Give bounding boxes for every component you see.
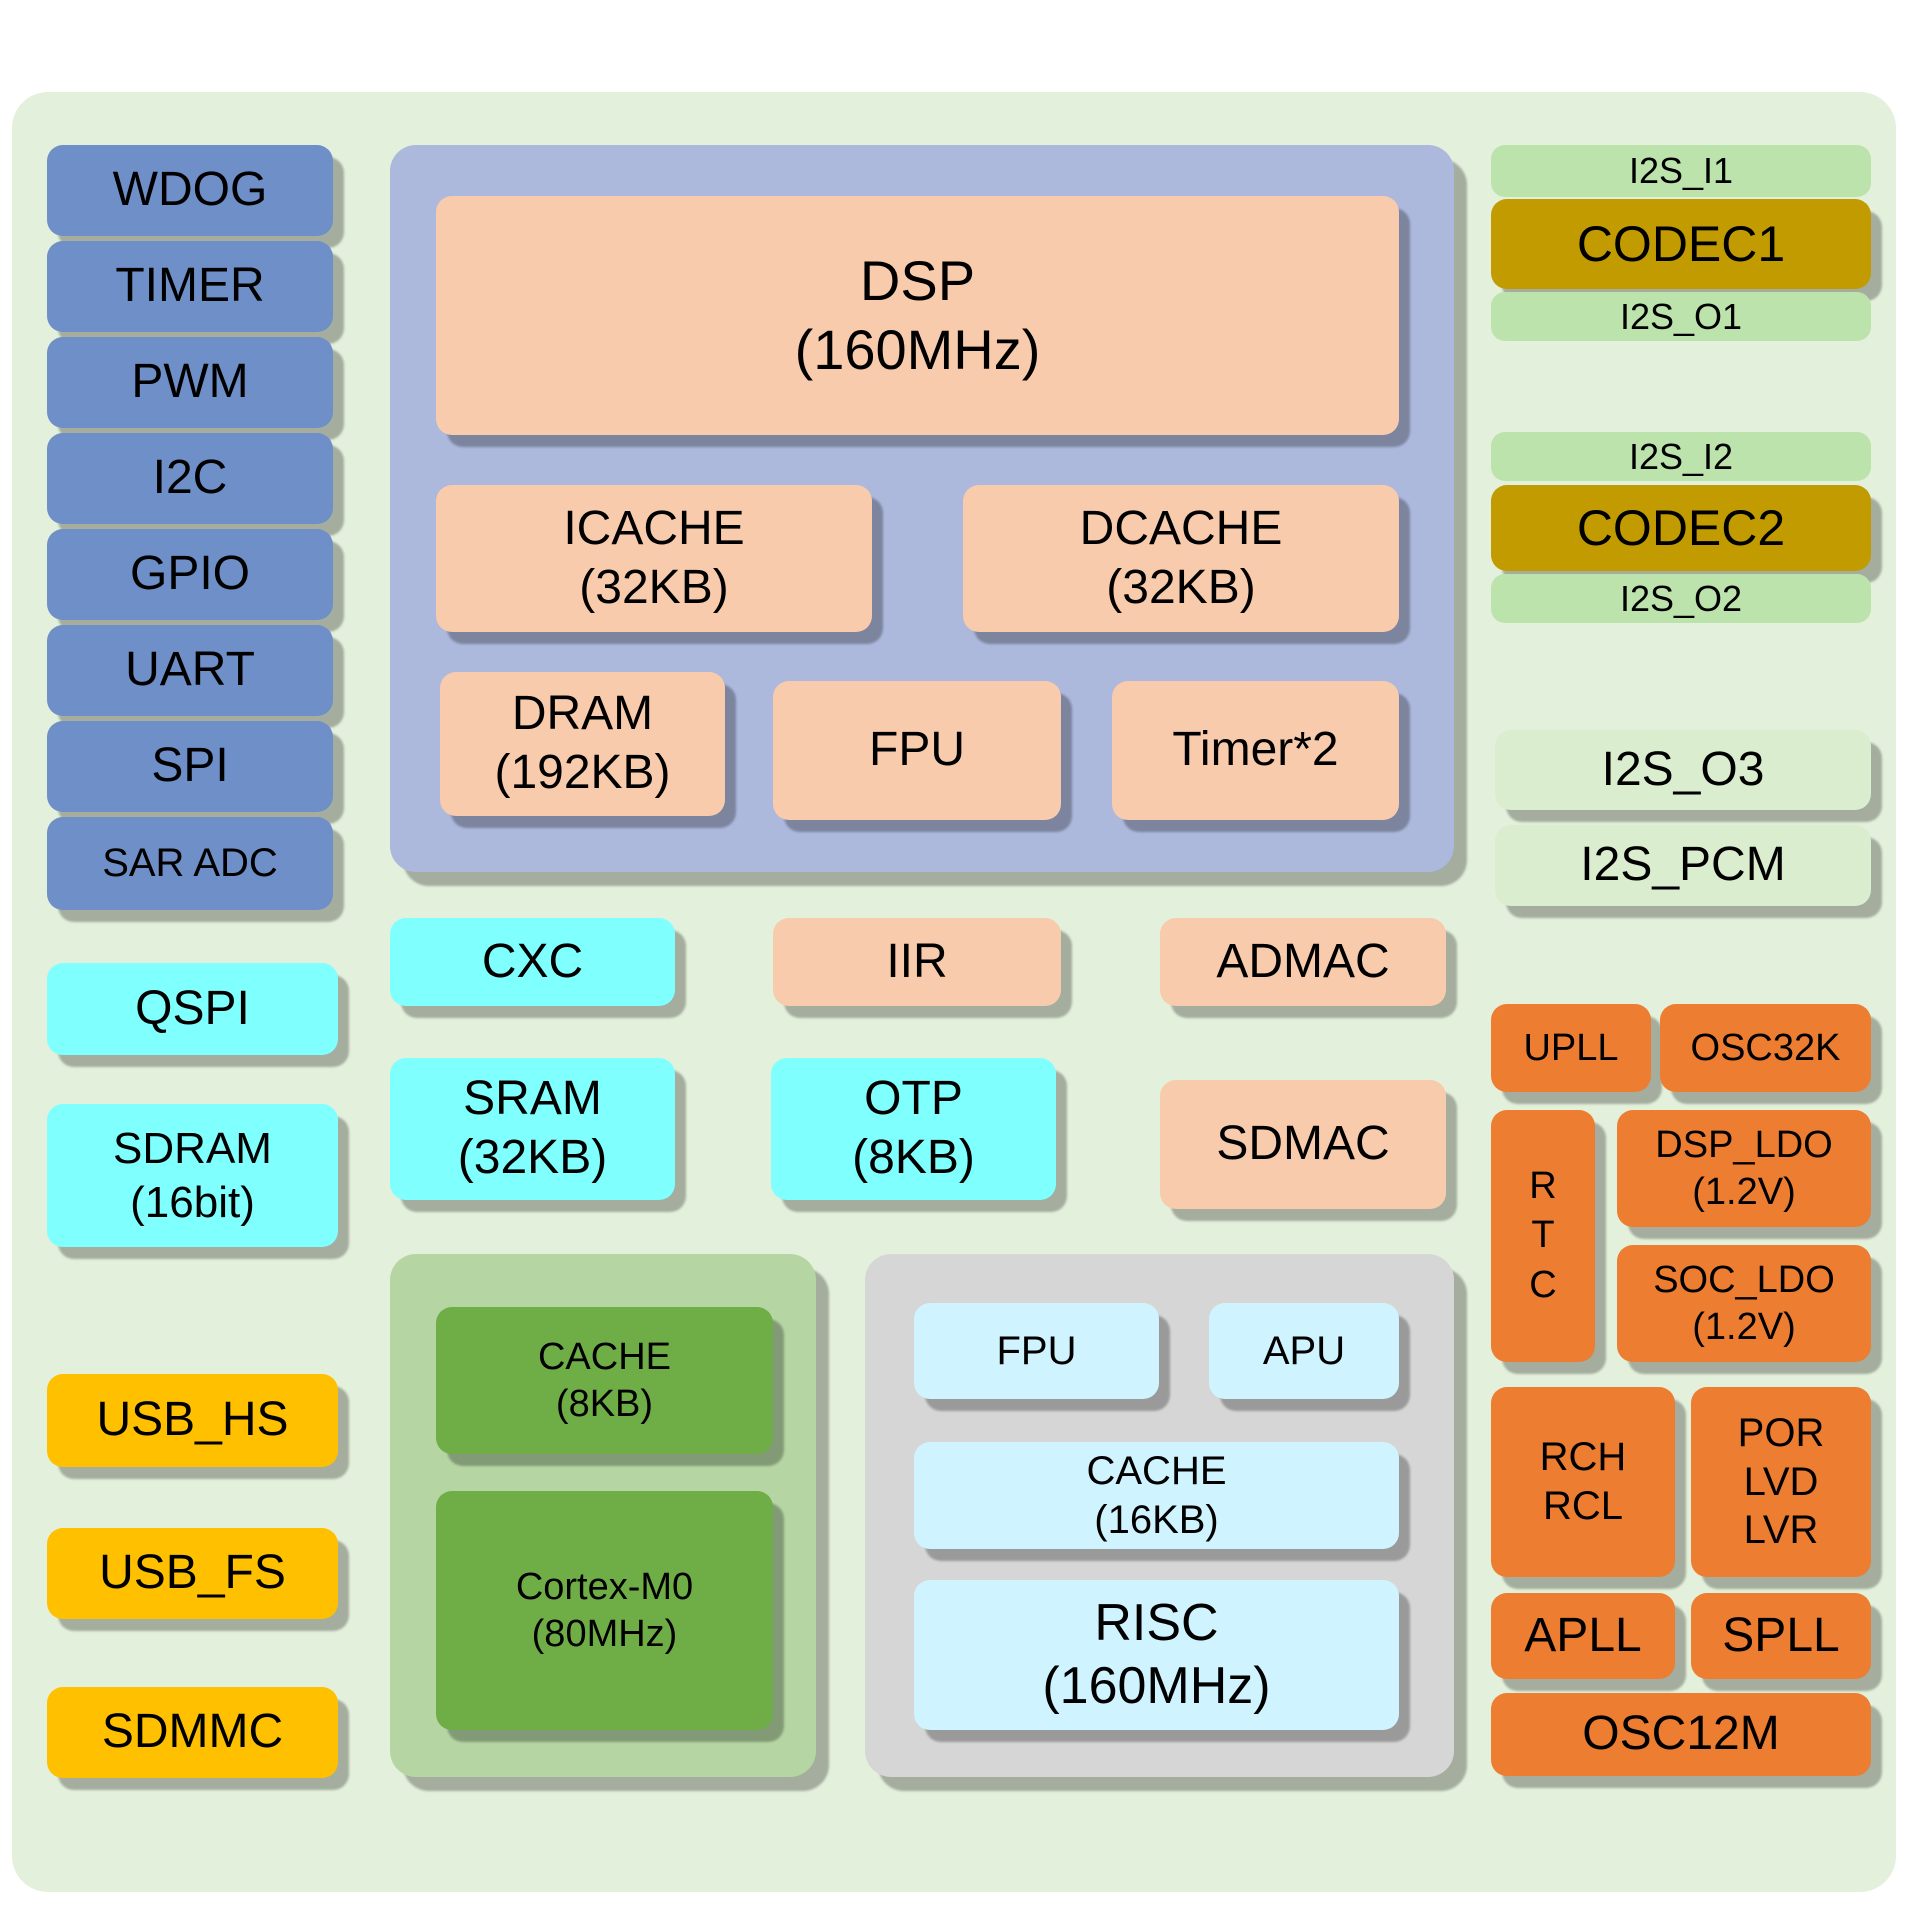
block-icache: ICACHE (32KB): [436, 485, 872, 632]
block-rtc-line1: R: [1529, 1164, 1557, 1207]
block-usb-fs: USB_FS: [47, 1528, 338, 1619]
block-dsp: DSP (160MHz): [436, 196, 1399, 435]
block-i2s-pcm: I2S_PCM: [1495, 825, 1871, 906]
pill-i2s-o1: I2S_O1: [1491, 292, 1871, 341]
block-osc32k: OSC32K: [1660, 1004, 1871, 1092]
block-otp: OTP (8KB): [771, 1058, 1056, 1200]
block-m0-cache: CACHE (8KB): [436, 1307, 773, 1454]
block-gpio: GPIO: [47, 529, 333, 620]
block-soc-ldo-line2: (1.2V): [1692, 1305, 1796, 1348]
block-codec1: CODEC1: [1491, 199, 1871, 289]
block-apll: APLL: [1491, 1593, 1675, 1679]
block-risc-cache-line2: (16KB): [1094, 1497, 1219, 1542]
block-spi: SPI: [47, 721, 333, 812]
pill-i2s-i2: I2S_I2: [1491, 432, 1871, 481]
block-icache-line1: ICACHE: [563, 501, 745, 555]
block-soc-ldo: SOC_LDO (1.2V): [1617, 1245, 1871, 1362]
block-spll: SPLL: [1691, 1593, 1871, 1679]
block-upll: UPLL: [1491, 1004, 1651, 1092]
block-risc-core: RISC (160MHz): [914, 1580, 1399, 1730]
block-rtc-line2: T: [1531, 1214, 1555, 1257]
block-sdmac: SDMAC: [1160, 1080, 1446, 1209]
block-por-line3: LVR: [1743, 1508, 1819, 1553]
block-rch-rcl-line2: RCL: [1542, 1484, 1624, 1528]
block-dsp-ldo-line2: (1.2V): [1692, 1170, 1796, 1213]
block-otp-line1: OTP: [864, 1072, 963, 1126]
block-iir: IIR: [773, 918, 1061, 1006]
block-dram: DRAM (192KB): [440, 672, 725, 816]
block-risc-cache-line1: CACHE: [1086, 1448, 1227, 1493]
block-pwm: PWM: [47, 337, 333, 428]
block-por-line2: LVD: [1743, 1459, 1819, 1504]
block-por-lvd-lvr: POR LVD LVR: [1691, 1387, 1871, 1577]
block-sar-adc: SAR ADC: [47, 817, 333, 910]
block-soc-ldo-line1: SOC_LDO: [1653, 1259, 1835, 1302]
block-sdram-line1: SDRAM: [113, 1123, 272, 1173]
block-cxc: CXC: [390, 918, 675, 1006]
block-cortex-m0-line2: (80MHz): [531, 1612, 678, 1655]
block-m0-cache-line2: (8KB): [555, 1382, 654, 1425]
block-por-line1: POR: [1737, 1410, 1825, 1455]
block-timer: TIMER: [47, 241, 333, 332]
block-dram-line1: DRAM: [511, 687, 654, 741]
block-usb-hs: USB_HS: [47, 1374, 338, 1467]
block-i2c: I2C: [47, 433, 333, 524]
block-sdram-line2: (16bit): [130, 1177, 255, 1227]
block-codec2: CODEC2: [1491, 485, 1871, 571]
block-risc-core-line2: (160MHz): [1042, 1657, 1271, 1715]
block-rtc-line3: C: [1529, 1263, 1557, 1306]
block-risc-core-line1: RISC: [1094, 1593, 1219, 1652]
block-cortex-m0-line1: Cortex-M0: [515, 1566, 694, 1609]
block-timer2: Timer*2: [1112, 681, 1399, 820]
block-sram-line1: SRAM: [463, 1072, 602, 1126]
block-admac: ADMAC: [1160, 918, 1446, 1006]
block-cortex-m0: Cortex-M0 (80MHz): [436, 1491, 773, 1730]
block-sram: SRAM (32KB): [390, 1058, 675, 1200]
block-risc-cache: CACHE (16KB): [914, 1442, 1399, 1549]
block-dsp-line1: DSP: [859, 249, 976, 313]
block-dsp-ldo-line1: DSP_LDO: [1655, 1124, 1833, 1167]
block-uart: UART: [47, 625, 333, 716]
block-qspi: QSPI: [47, 963, 338, 1055]
block-wdog: WDOG: [47, 145, 333, 236]
block-sdmmc: SDMMC: [47, 1687, 338, 1778]
block-dsp-fpu: FPU: [773, 681, 1061, 820]
block-risc-apu: APU: [1209, 1303, 1399, 1399]
pill-i2s-o2: I2S_O2: [1491, 574, 1871, 623]
block-rch-rcl: RCH RCL: [1491, 1387, 1675, 1577]
block-otp-line2: (8KB): [852, 1131, 975, 1184]
block-osc12m: OSC12M: [1491, 1693, 1871, 1776]
block-sdram: SDRAM (16bit): [47, 1104, 338, 1247]
block-dsp-ldo: DSP_LDO (1.2V): [1617, 1110, 1871, 1227]
block-rtc: R T C: [1491, 1110, 1595, 1362]
block-risc-fpu: FPU: [914, 1303, 1159, 1399]
block-dsp-line2: (160MHz): [794, 317, 1041, 381]
block-dcache: DCACHE (32KB): [963, 485, 1399, 632]
block-m0-cache-line1: CACHE: [537, 1336, 672, 1379]
block-icache-line2: (32KB): [579, 560, 729, 614]
block-rch-rcl-line1: RCH: [1539, 1435, 1627, 1480]
block-i2s-o3: I2S_O3: [1495, 730, 1871, 810]
block-dram-line2: (192KB): [494, 746, 671, 799]
block-dcache-line2: (32KB): [1106, 560, 1256, 614]
block-sram-line2: (32KB): [457, 1131, 608, 1184]
block-dcache-line1: DCACHE: [1079, 501, 1283, 555]
pill-i2s-i1: I2S_I1: [1491, 145, 1871, 197]
